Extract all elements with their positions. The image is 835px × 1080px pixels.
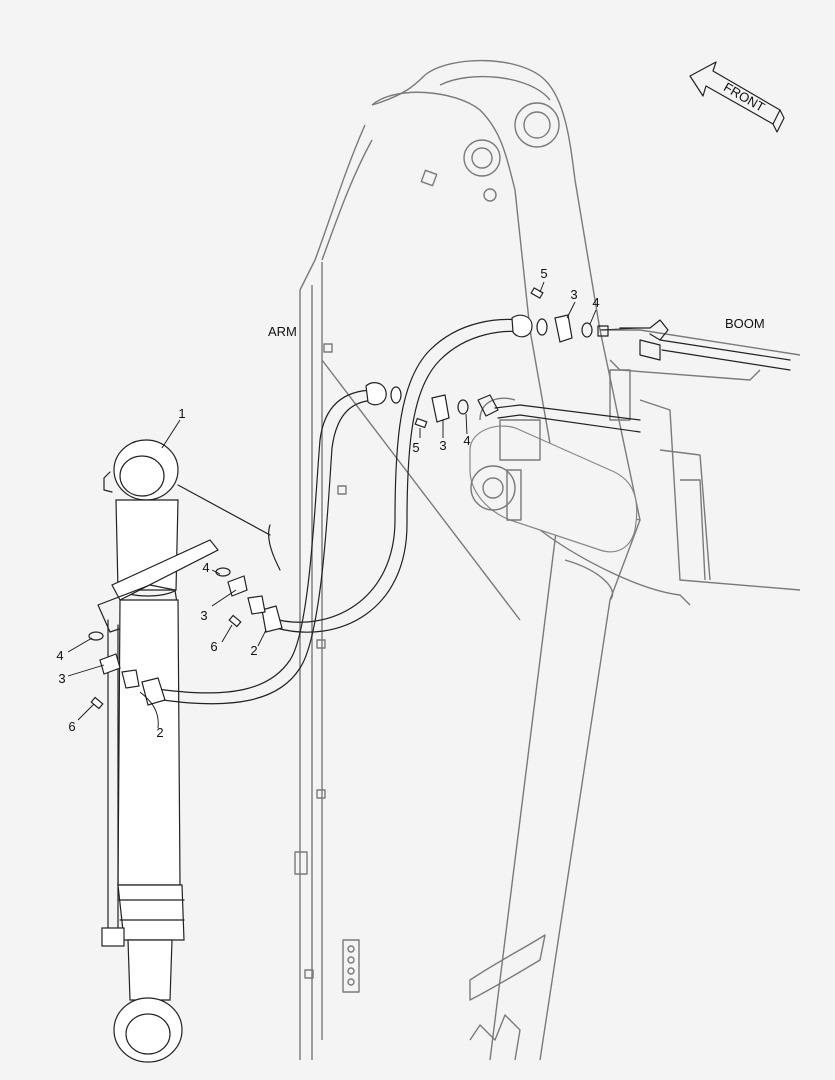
boom-label: BOOM	[725, 316, 765, 331]
callout-3-upper: 3	[570, 287, 577, 302]
callout-leaders	[67, 281, 597, 729]
fittings-hardware	[88, 287, 791, 710]
callout-5-upper: 5	[540, 266, 547, 281]
callout-3-cyl-right: 3	[200, 608, 207, 623]
arm-cylinder	[97, 439, 281, 1063]
callout-5-middle: 5	[412, 440, 419, 455]
callout-2-right: 2	[250, 643, 257, 658]
callout-4-cyl-left: 4	[56, 648, 63, 663]
callout-numbers: 1 5 3 4 5 3 4 4 3 6 2 4 3 6 2	[56, 266, 599, 740]
callout-3-middle: 3	[439, 438, 446, 453]
callout-4-upper: 4	[592, 295, 599, 310]
hoses	[121, 314, 548, 706]
callout-2-left: 2	[156, 725, 163, 740]
arm-structure	[294, 59, 801, 1061]
callout-3-cyl-left: 3	[58, 671, 65, 686]
callout-4-middle: 4	[463, 433, 470, 448]
front-direction-arrow: FRONT	[689, 61, 785, 133]
callout-6-cyl-right: 6	[210, 639, 217, 654]
callout-6-cyl-left: 6	[68, 719, 75, 734]
callout-1: 1	[178, 406, 185, 421]
callout-4-cyl-right: 4	[202, 560, 209, 575]
front-label: FRONT	[721, 79, 767, 114]
arm-label: ARM	[268, 324, 297, 339]
